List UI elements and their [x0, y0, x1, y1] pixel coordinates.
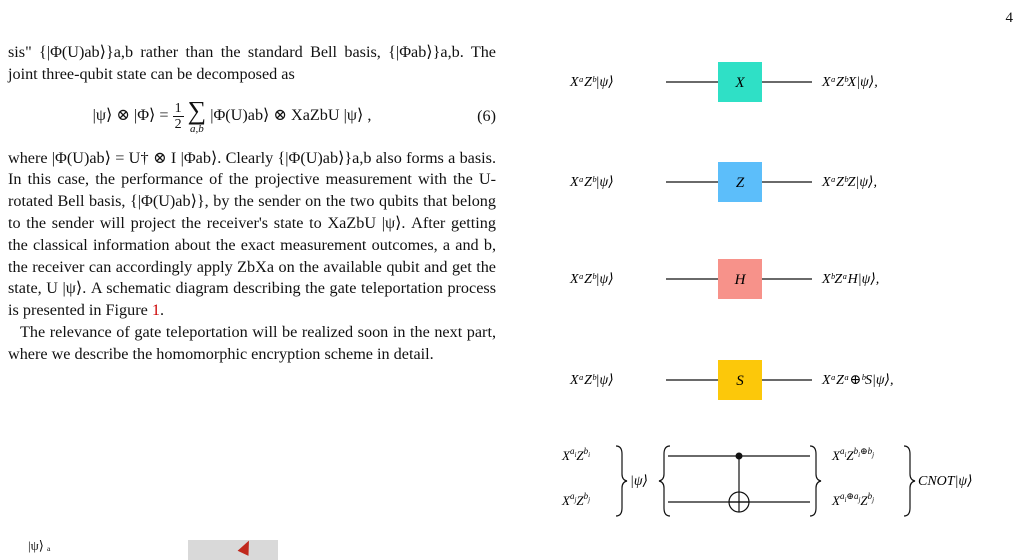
cnot-circuit: XaiZbi XajZbj |ψ⟩ XaiZbi⊕bj Xai⊕ajZbj CN…: [561, 445, 973, 517]
gate-label-s: S: [736, 373, 744, 389]
gate-output-z: XᵃZᵇZ|ψ⟩,: [821, 175, 877, 190]
equation-fraction: 1 2: [172, 100, 184, 133]
page-number: 4: [1005, 10, 1014, 26]
gate-input-x: XᵃZᵇ|ψ⟩: [569, 75, 614, 90]
figure-reference-link[interactable]: 1: [151, 301, 160, 320]
gate-box-s: [718, 360, 762, 400]
paragraph-measurement-end: .: [159, 301, 165, 320]
figure-psi-label: |ψ⟩ ₐ: [28, 538, 51, 553]
cnot-input-bottom: XajZbj: [561, 491, 590, 508]
fraction-numerator: 1: [172, 100, 184, 118]
gate-row-s: XᵃZᵇ|ψ⟩ S XᵃZᵃ⊕ᵇS|ψ⟩,: [569, 360, 894, 400]
gate-label-z: Z: [736, 175, 745, 191]
equation-lhs: |ψ⟩ ⊗ |Φ⟩ =: [92, 106, 169, 125]
gate-row-x: XᵃZᵇ|ψ⟩ X XᵃZᵇX|ψ⟩,: [569, 62, 878, 102]
figure-1-partial: |ψ⟩ ₐ: [8, 532, 308, 560]
summation-symbol: ∑a,b: [187, 96, 207, 136]
fraction-denominator: 2: [174, 117, 182, 133]
equation-6: |ψ⟩ ⊗ |Φ⟩ = 1 2 ∑a,b |Φ(U)ab⟩ ⊗ XaZbU |ψ…: [8, 86, 496, 148]
gate-output-h: XᵇZᵃH|ψ⟩,: [821, 272, 879, 287]
cnot-psi-brace: [658, 445, 671, 517]
cnot-input-top: XaiZbi: [561, 446, 590, 463]
summation-subscript: a,b: [190, 123, 204, 136]
gate-label-h: H: [734, 272, 747, 288]
gate-row-h: XᵃZᵇ|ψ⟩ H XᵇZᵃH|ψ⟩,: [569, 259, 879, 299]
gate-input-h: XᵃZᵇ|ψ⟩: [569, 272, 614, 287]
gate-box-x: [718, 62, 762, 102]
paragraph-relevance: The relevance of gate teleportation will…: [8, 322, 496, 363]
equation-body: |ψ⟩ ⊗ |Φ⟩ = 1 2 ∑a,b |Φ(U)ab⟩ ⊗ XaZbU |ψ…: [8, 98, 456, 135]
gate-box-h: [718, 259, 762, 299]
equation-rhs: |Φ(U)ab⟩ ⊗ XaZbU |ψ⟩ ,: [210, 106, 372, 125]
cnot-input-brace: [615, 445, 628, 517]
cnot-output-left-brace: [809, 445, 822, 517]
cnot-psi-label: |ψ⟩: [630, 474, 648, 489]
cnot-output-right-brace: [903, 445, 916, 517]
paragraph-measurement: where |Φ(U)ab⟩ = U† ⊗ I |Φab⟩. Clearly {…: [8, 148, 496, 322]
gate-output-x: XᵃZᵇX|ψ⟩,: [821, 75, 878, 90]
gate-input-z: XᵃZᵇ|ψ⟩: [569, 175, 614, 190]
gate-box-z: [718, 162, 762, 202]
gate-figure-svg: XᵃZᵇ|ψ⟩ X XᵃZᵇX|ψ⟩, XᵃZᵇ|ψ⟩ Z XᵃZᵇZ|ψ⟩, …: [561, 62, 973, 517]
gate-label-x: X: [734, 75, 745, 91]
paragraph-basis: sis" {|Φ(U)ab⟩}a,b rather than the stand…: [8, 43, 496, 83]
gate-teleportation-figure: XᵃZᵇ|ψ⟩ X XᵃZᵇX|ψ⟩, XᵃZᵇ|ψ⟩ Z XᵃZᵇZ|ψ⟩, …: [520, 40, 1020, 540]
body-text-column: sis" {|Φ(U)ab⟩}a,b rather than the stand…: [8, 42, 496, 366]
equation-number: (6): [477, 106, 496, 125]
paragraph-measurement-text: where |Φ(U)ab⟩ = U† ⊗ I |Φab⟩. Clearly {…: [8, 148, 496, 320]
figure-gray-box: [188, 540, 278, 560]
gate-output-s: XᵃZᵃ⊕ᵇS|ψ⟩,: [821, 373, 894, 388]
gate-row-z: XᵃZᵇ|ψ⟩ Z XᵃZᵇZ|ψ⟩,: [569, 162, 877, 202]
cnot-result: CNOT|ψ⟩: [918, 474, 973, 489]
cnot-output-bottom: Xai⊕ajZbj: [831, 491, 874, 508]
gate-input-s: XᵃZᵇ|ψ⟩: [569, 373, 614, 388]
cnot-output-top: XaiZbi⊕bj: [831, 446, 874, 463]
